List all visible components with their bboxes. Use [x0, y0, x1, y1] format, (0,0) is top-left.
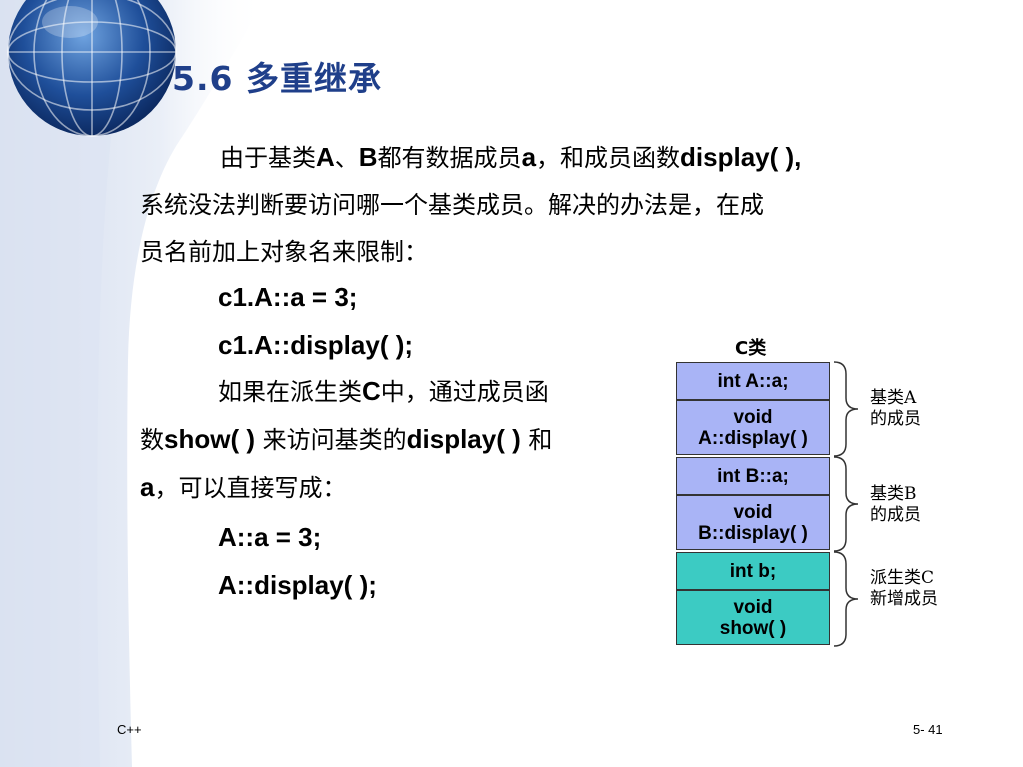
group-label-base-a: 基类A 的成员: [870, 388, 921, 429]
text-run-bold: B: [358, 142, 378, 172]
globe-icon: [7, 0, 177, 137]
cell-label: void show( ): [719, 596, 787, 639]
cell-int-B-a: int B::a;: [676, 457, 830, 495]
text-run-bold: A: [316, 142, 335, 172]
text-run: 来访问基类的: [255, 426, 407, 454]
slide-title: 5.6 多重继承: [172, 59, 382, 98]
text-run: 都有数据成员: [377, 144, 522, 172]
text-run: ，和成员函数: [536, 144, 681, 172]
cell-label: int b;: [729, 560, 777, 582]
text-run-bold: show( ): [164, 424, 255, 454]
cell-void-A-display: void A::display( ): [676, 400, 830, 455]
text-run-bold: C: [362, 376, 381, 406]
text-run: 数: [140, 426, 164, 454]
cell-void-B-display: void B::display( ): [676, 495, 830, 550]
footer-course: C++: [117, 722, 142, 737]
cell-void-show: void show( ): [676, 590, 830, 645]
diagram-title: C类: [735, 338, 767, 359]
text-run: 和: [520, 426, 553, 454]
group-label-base-b: 基类B 的成员: [870, 484, 921, 525]
paragraph-1-line-1: 由于基类A、B都有数据成员a，和成员函数display( ),: [140, 134, 960, 182]
text-run-bold: a: [140, 472, 155, 502]
text-run: ，可以直接写成：: [154, 474, 347, 502]
text-run: 、: [334, 144, 359, 172]
paragraph-1-line-2: 系统没法判断要访问哪一个基类成员。解决的办法是，在成: [140, 191, 764, 219]
footer-page-number: 5- 41: [913, 722, 943, 737]
text-run-bold: display( ),: [680, 142, 802, 172]
text-run-bold: display( ): [406, 424, 521, 454]
paragraph-2-line-1: 如果在派生类C中，通过成员函: [140, 368, 660, 416]
code-line-1: c1.A::a = 3;: [218, 282, 358, 312]
code-line-4: A::display( );: [218, 570, 377, 600]
group-label-derived-c: 派生类C 新增成员: [870, 568, 938, 609]
paragraph-2: 如果在派生类C中，通过成员函 数show( ) 来访问基类的display( )…: [140, 368, 660, 512]
text-run: 由于基类: [220, 144, 316, 172]
cell-label: int B::a;: [717, 465, 789, 487]
cell-int-A-a: int A::a;: [676, 362, 830, 400]
paragraph-1: 由于基类A、B都有数据成员a，和成员函数display( ), 系统没法判断要访…: [140, 134, 960, 276]
text-run: 中，通过成员函: [380, 378, 549, 406]
paragraph-2-line-3: a，可以直接写成：: [140, 464, 660, 512]
code-line-2: c1.A::display( );: [218, 330, 414, 360]
cell-label: int A::a;: [717, 370, 789, 392]
brace-group-c: [833, 551, 859, 647]
code-line-3: A::a = 3;: [218, 522, 322, 552]
text-run: 如果在派生类: [218, 378, 362, 406]
cell-label: void B::display( ): [698, 501, 808, 544]
brace-group-a: [833, 361, 859, 457]
cell-label: void A::display( ): [698, 406, 808, 449]
text-run-bold: a: [521, 142, 537, 172]
paragraph-1-line-3: 员名前加上对象名来限制：: [140, 238, 428, 266]
paragraph-2-line-2: 数show( ) 来访问基类的display( ) 和: [140, 416, 660, 464]
brace-group-b: [833, 456, 859, 552]
cell-int-b: int b;: [676, 552, 830, 590]
